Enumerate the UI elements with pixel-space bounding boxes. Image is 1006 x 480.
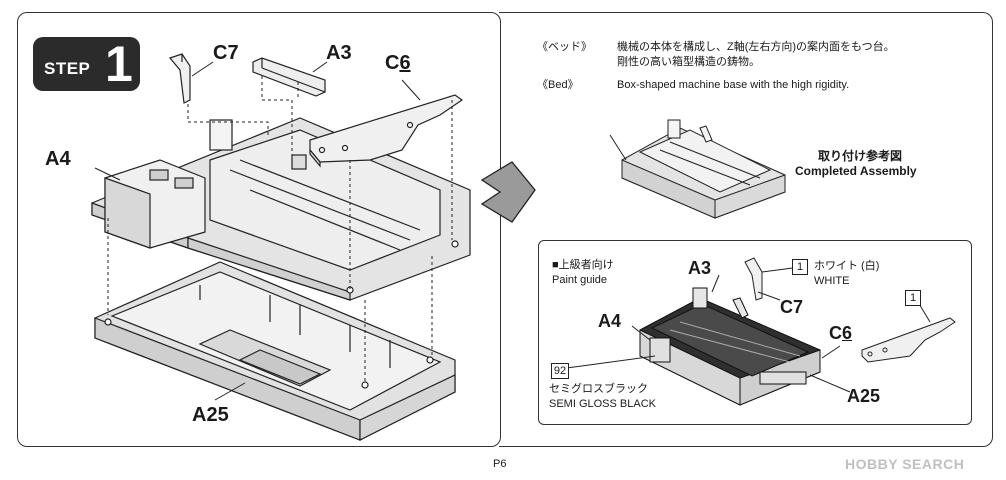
label-c6-prefix: C: [385, 52, 400, 74]
en-description: Box-shaped machine base with the high ri…: [617, 79, 850, 91]
paint-label-a25: A25: [847, 386, 881, 406]
label-a4: A4: [45, 148, 71, 170]
paint-label-c6-prefix: C: [829, 323, 842, 343]
alignment-guides: [107, 76, 453, 382]
label-c7: C7: [213, 42, 239, 64]
black-paint-en: SEMI GLOSS BLACK: [549, 398, 656, 410]
jp-description-line2: 剛性の高い箱型構造の鋳物。: [617, 56, 760, 68]
paint-label-c6-number: 6: [842, 323, 853, 343]
jp-description-line1: 機械の本体を構成し、Z軸(左右方向)の案内面をもつ台。: [617, 41, 895, 53]
completed-title-jp: 取り付け参考図: [818, 149, 903, 163]
part-c7-drawing: [168, 53, 191, 104]
white-paint-number: 1: [792, 259, 808, 275]
next-arrow-icon: [480, 161, 536, 223]
en-term: 《Bed》: [537, 79, 579, 91]
left-panel-frame: [17, 12, 501, 447]
page-number: P6: [493, 458, 507, 470]
painted-c7-drawing: [744, 257, 763, 301]
part-a3-drawing: [252, 57, 326, 97]
label-c6: C6: [385, 52, 411, 75]
c6-paint-number: 1: [905, 290, 921, 306]
step-word: STEP: [44, 59, 91, 78]
paint-label-c6: C6: [829, 323, 852, 344]
white-paint-jp: ホワイト (白): [814, 260, 880, 272]
black-paint-jp: セミグロスブラック: [549, 383, 648, 395]
white-paint-en: WHITE: [814, 275, 850, 287]
paint-guide-en: Paint guide: [552, 274, 608, 286]
paint-guide-jp: ■上級者向け: [552, 259, 614, 271]
watermark-logo: HOBBY SEARCH: [845, 456, 965, 472]
step-badge: STEP 1: [33, 36, 140, 92]
right-panel-frame: [499, 12, 993, 447]
label-a3: A3: [326, 42, 352, 64]
paint-label-c7: C7: [780, 297, 804, 317]
black-paint-number: 92: [551, 363, 569, 379]
callout-leaders: [94, 61, 421, 401]
step-number: 1: [105, 36, 133, 92]
jp-term: 《ベッド》: [537, 41, 592, 53]
label-a25: A25: [192, 404, 229, 426]
part-c6-drawing: [309, 94, 464, 168]
completed-assembly-drawing: [621, 119, 786, 219]
paint-label-a3: A3: [688, 258, 712, 278]
paint-label-a4: A4: [598, 311, 622, 331]
completed-leader: [609, 134, 627, 161]
part-a4-drawing: [91, 117, 471, 301]
painted-assembly-drawing: [639, 287, 821, 406]
completed-title-en: Completed Assembly: [795, 164, 917, 178]
label-c6-number: 6: [399, 52, 411, 74]
part-a25-drawing: [94, 261, 456, 441]
painted-c6-drawing: [861, 317, 956, 363]
